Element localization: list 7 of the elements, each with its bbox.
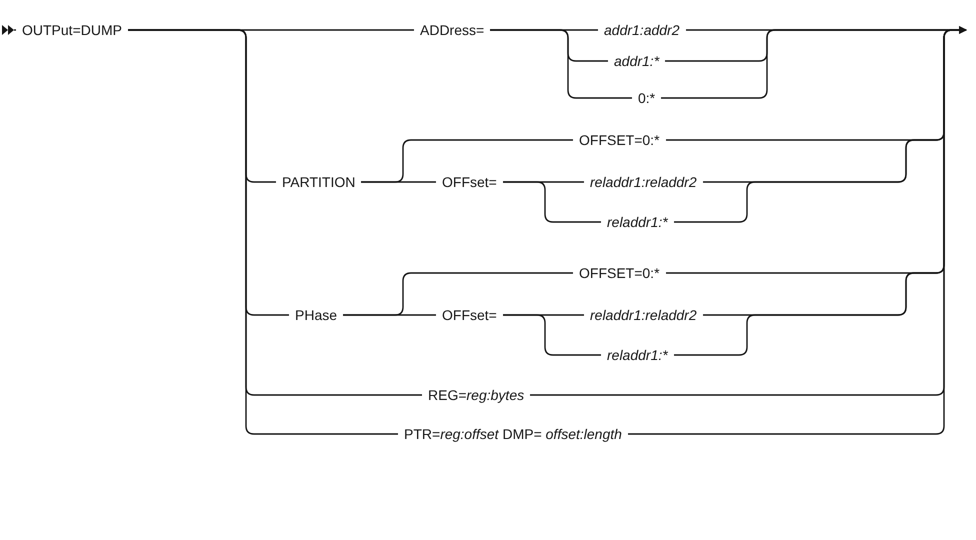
connector-line bbox=[361, 181, 436, 183]
connector-line bbox=[503, 181, 601, 223]
connector-line bbox=[490, 29, 632, 99]
connector-line bbox=[128, 29, 398, 435]
connector-line bbox=[503, 314, 601, 356]
arrow bbox=[628, 26, 967, 435]
connector-line bbox=[343, 314, 436, 316]
